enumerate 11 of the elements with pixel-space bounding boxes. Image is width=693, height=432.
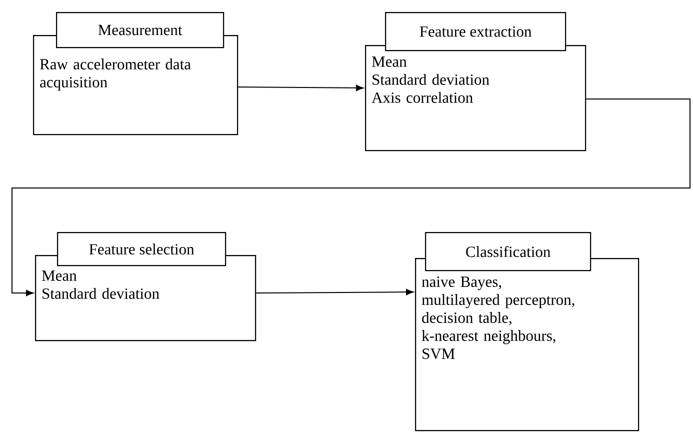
node-label: Measurement — [98, 24, 182, 36]
process-box: Classification naive Bayes, multilayered perceptron, decision table, k-nearest neighbours, SVM — [415, 232, 640, 432]
arrow — [256, 288, 414, 296]
process-box: Measurement Raw accelerometer data acquisition — [33, 12, 238, 136]
arrow — [12, 98, 690, 296]
process-box: Feature extraction Mean Standard deviation Axis correlation — [365, 12, 586, 152]
arrow — [238, 84, 364, 92]
node-label: Classification — [466, 246, 550, 258]
process-box: Feature selection Mean Standard deviation — [35, 232, 256, 342]
node-label: Feature extraction — [420, 26, 532, 37]
node-label: Feature selection — [89, 244, 194, 255]
